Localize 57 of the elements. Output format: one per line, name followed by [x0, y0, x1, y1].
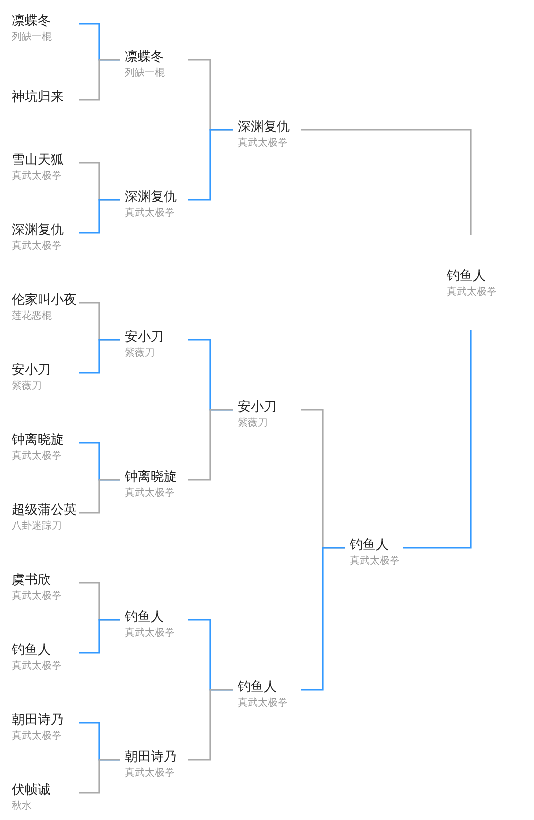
player-name: 深渊复仇 [12, 221, 64, 238]
player-style: 真武太极拳 [125, 767, 175, 780]
player-style: 紫薇刀 [238, 417, 268, 430]
player-style: 真武太极拳 [238, 697, 288, 710]
player-style: 真武太极拳 [12, 240, 62, 253]
player-name: 深渊复仇 [238, 118, 290, 135]
player-name: 凛蝶冬 [12, 12, 51, 29]
bracket-connector [403, 330, 472, 549]
bracket-connector [79, 199, 120, 234]
player-name: 安小刀 [238, 398, 277, 415]
player-name: 凛蝶冬 [125, 48, 164, 65]
player-style: 紫薇刀 [125, 347, 155, 360]
player-name: 钓鱼人 [12, 641, 51, 658]
player-name: 深渊复仇 [125, 188, 177, 205]
player-style: 八卦迷踪刀 [12, 520, 62, 533]
player-style: 真武太极拳 [12, 450, 62, 463]
player-style: 真武太极拳 [350, 555, 400, 568]
player-style: 真武太极拳 [12, 170, 62, 183]
player-style: 真武太极拳 [447, 286, 497, 298]
player-name: 安小刀 [125, 328, 164, 345]
bracket-connector [79, 59, 120, 101]
player-name: 伦家叫小夜 [12, 291, 77, 308]
player-name: 朝田诗乃 [12, 711, 64, 728]
player-style: 真武太极拳 [12, 730, 62, 743]
player-style: 真武太极拳 [12, 660, 62, 673]
player-style: 紫薇刀 [12, 380, 42, 393]
player-style: 秋水 [12, 800, 32, 813]
player-name: 伏帧诚 [12, 781, 51, 798]
player-style: 列缺一棍 [125, 67, 165, 80]
player-name: 钟离晓旋 [125, 468, 177, 485]
bracket-connector [188, 689, 233, 761]
bracket-connector [79, 619, 120, 654]
player-style: 真武太极拳 [12, 590, 62, 603]
player-name: 钓鱼人 [125, 608, 164, 625]
player-name: 超级蒲公英 [12, 501, 77, 518]
player-name: 钓鱼人 [350, 536, 389, 553]
player-name: 雪山天狐 [12, 151, 64, 168]
bracket-connector [301, 547, 345, 691]
bracket-connector [188, 409, 233, 481]
player-style: 真武太极拳 [238, 137, 288, 150]
player-name: 钓鱼人 [238, 678, 277, 695]
player-style: 真武太极拳 [125, 627, 175, 640]
player-name: 钓鱼人 [447, 266, 486, 284]
bracket-connector [79, 759, 120, 794]
bracket-connector [188, 129, 233, 201]
bracket-connector [79, 479, 120, 514]
bracket-connector [301, 129, 472, 235]
player-style: 真武太极拳 [125, 487, 175, 500]
player-name: 钟离晓旋 [12, 431, 64, 448]
player-name: 安小刀 [12, 361, 51, 378]
player-style: 列缺一棍 [12, 31, 52, 44]
bracket-connector [79, 339, 120, 374]
player-style: 莲花恶棍 [12, 310, 52, 323]
player-style: 真武太极拳 [125, 207, 175, 220]
player-name: 神坑归来 [12, 88, 64, 105]
player-name: 朝田诗乃 [125, 748, 177, 765]
player-name: 虞书欣 [12, 571, 51, 588]
